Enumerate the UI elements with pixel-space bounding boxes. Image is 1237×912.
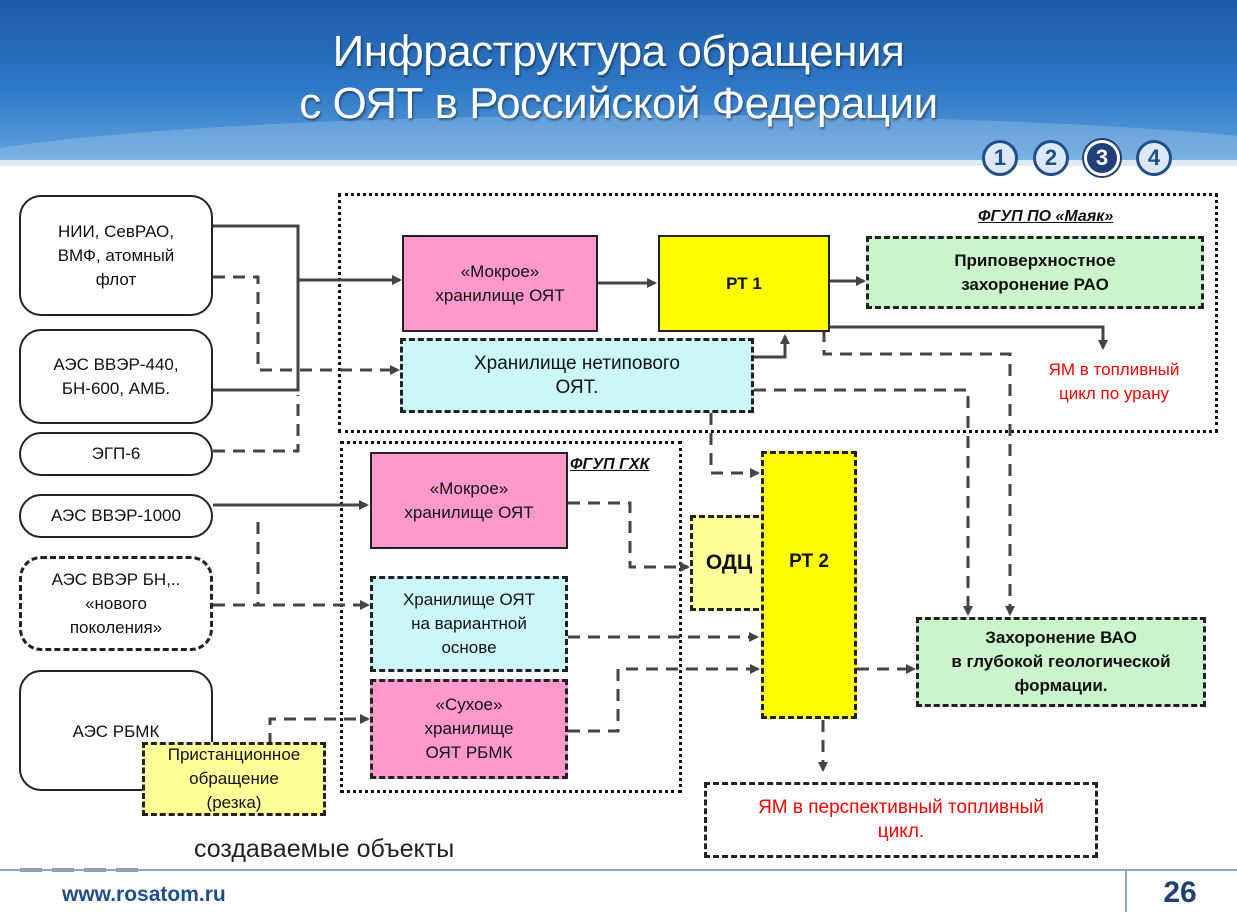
region-mayak-label: ФГУП ПО «Маяк» [978,208,1114,225]
line-onsite-to-dry [268,714,370,745]
footer-separator [1125,869,1127,912]
variant-snf-storage: Хранилище ОЯТ на вариантной основе [370,576,568,672]
onsite-handling-cutting: Пристанционное обращение (резка) [142,742,326,816]
region-ghk [340,441,682,793]
line-nii-to-nonstd [213,275,400,375]
region-ghk-label: ФГУП ГХК [570,456,650,473]
line-nii-to-wet [213,224,402,285]
nav-strip [0,160,1237,166]
deep-geological-disposal: Захоронение ВАО в глубокой геологической… [916,617,1206,707]
rt2-plant: РТ 2 [761,451,857,719]
line-rt1-to-deep [822,330,1015,616]
line-rt1-to-ym [830,325,1108,350]
source-aes-vver1000: АЭС ВВЭР-1000 [19,494,213,538]
rt1-plant: РТ 1 [658,235,830,332]
legend-label: создаваемые объекты [194,835,455,863]
footer-divider [0,869,1237,871]
source-aes-vver440: АЭС ВВЭР-440, БН-600, АМБ. [19,329,213,424]
nav-step-3[interactable]: 3 [1084,140,1120,176]
source-aes-new-generation: АЭС ВВЭР БН,.. «нового поколения» [19,556,213,651]
nonstandard-snf-storage: Хранилище нетипового ОЯТ. [400,338,754,413]
surface-disposal-rao: Приповерхностное захоронение РАО [866,236,1204,309]
line-vver440-join [213,280,300,392]
line-nonstd-to-rt1 [754,334,790,359]
page-number: 26 [1163,876,1197,909]
ym-uranium-cycle: ЯМ в топливный цикл по урану [1048,360,1180,403]
line-dry-to-rt2 [568,664,760,733]
wet-storage-mayak: «Мокрое» хранилище ОЯТ [402,235,598,332]
source-egp6: ЭГП-6 [19,432,213,476]
ym-future-fuel-cycle: ЯМ в перспективный топливный цикл. [704,782,1098,858]
nav-step-4[interactable]: 4 [1136,140,1172,176]
line-wetghk-to-rt2 [568,501,690,572]
nav-step-2[interactable]: 2 [1033,140,1069,176]
line-egp6-up [213,395,300,453]
slide-title: Инфраструктура обращения с ОЯТ в Российс… [299,27,938,128]
line-nonstd-to-deep [754,388,973,616]
footer-url[interactable]: www.rosatom.ru [62,883,226,906]
odc-center: ОДЦ [690,515,768,611]
region-mayak [338,193,1218,433]
header-banner [0,0,1237,160]
nav-step-1[interactable]: 1 [982,140,1018,176]
line-nonstd-to-rt2 [709,413,760,478]
wet-storage-ghk: «Мокрое» хранилище ОЯТ [370,452,568,549]
source-nii-sevrao: НИИ, СевРАО, ВМФ, атомный флот [19,195,213,316]
dry-storage-rbmk: «Сухое» хранилище ОЯТ РБМК [370,679,568,779]
